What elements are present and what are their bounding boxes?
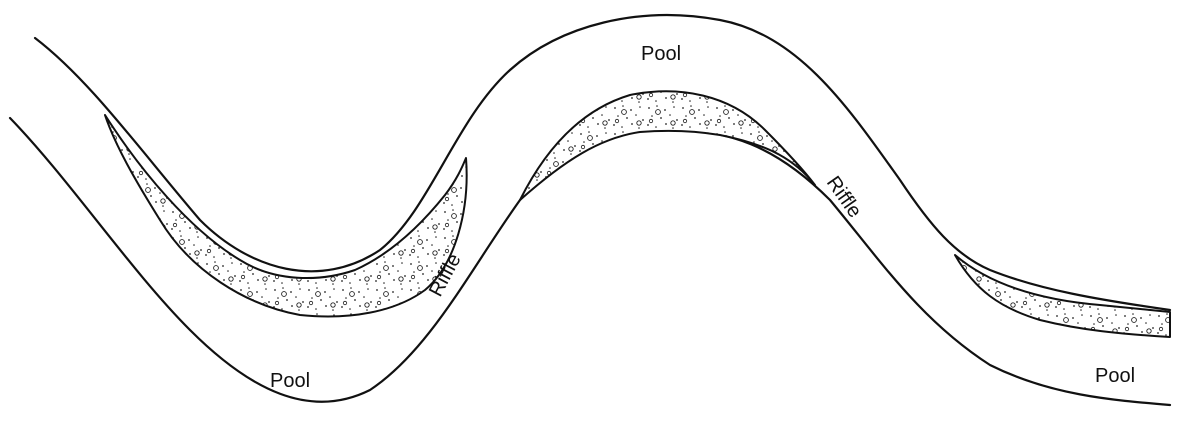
right-gravel-bar (955, 255, 1170, 337)
pool-label-left: Pool (270, 370, 310, 392)
center-gravel-bar (520, 91, 815, 200)
lower-bank-line (10, 118, 1170, 405)
pool-label-top: Pool (641, 43, 681, 65)
pool-label-right: Pool (1095, 365, 1135, 387)
